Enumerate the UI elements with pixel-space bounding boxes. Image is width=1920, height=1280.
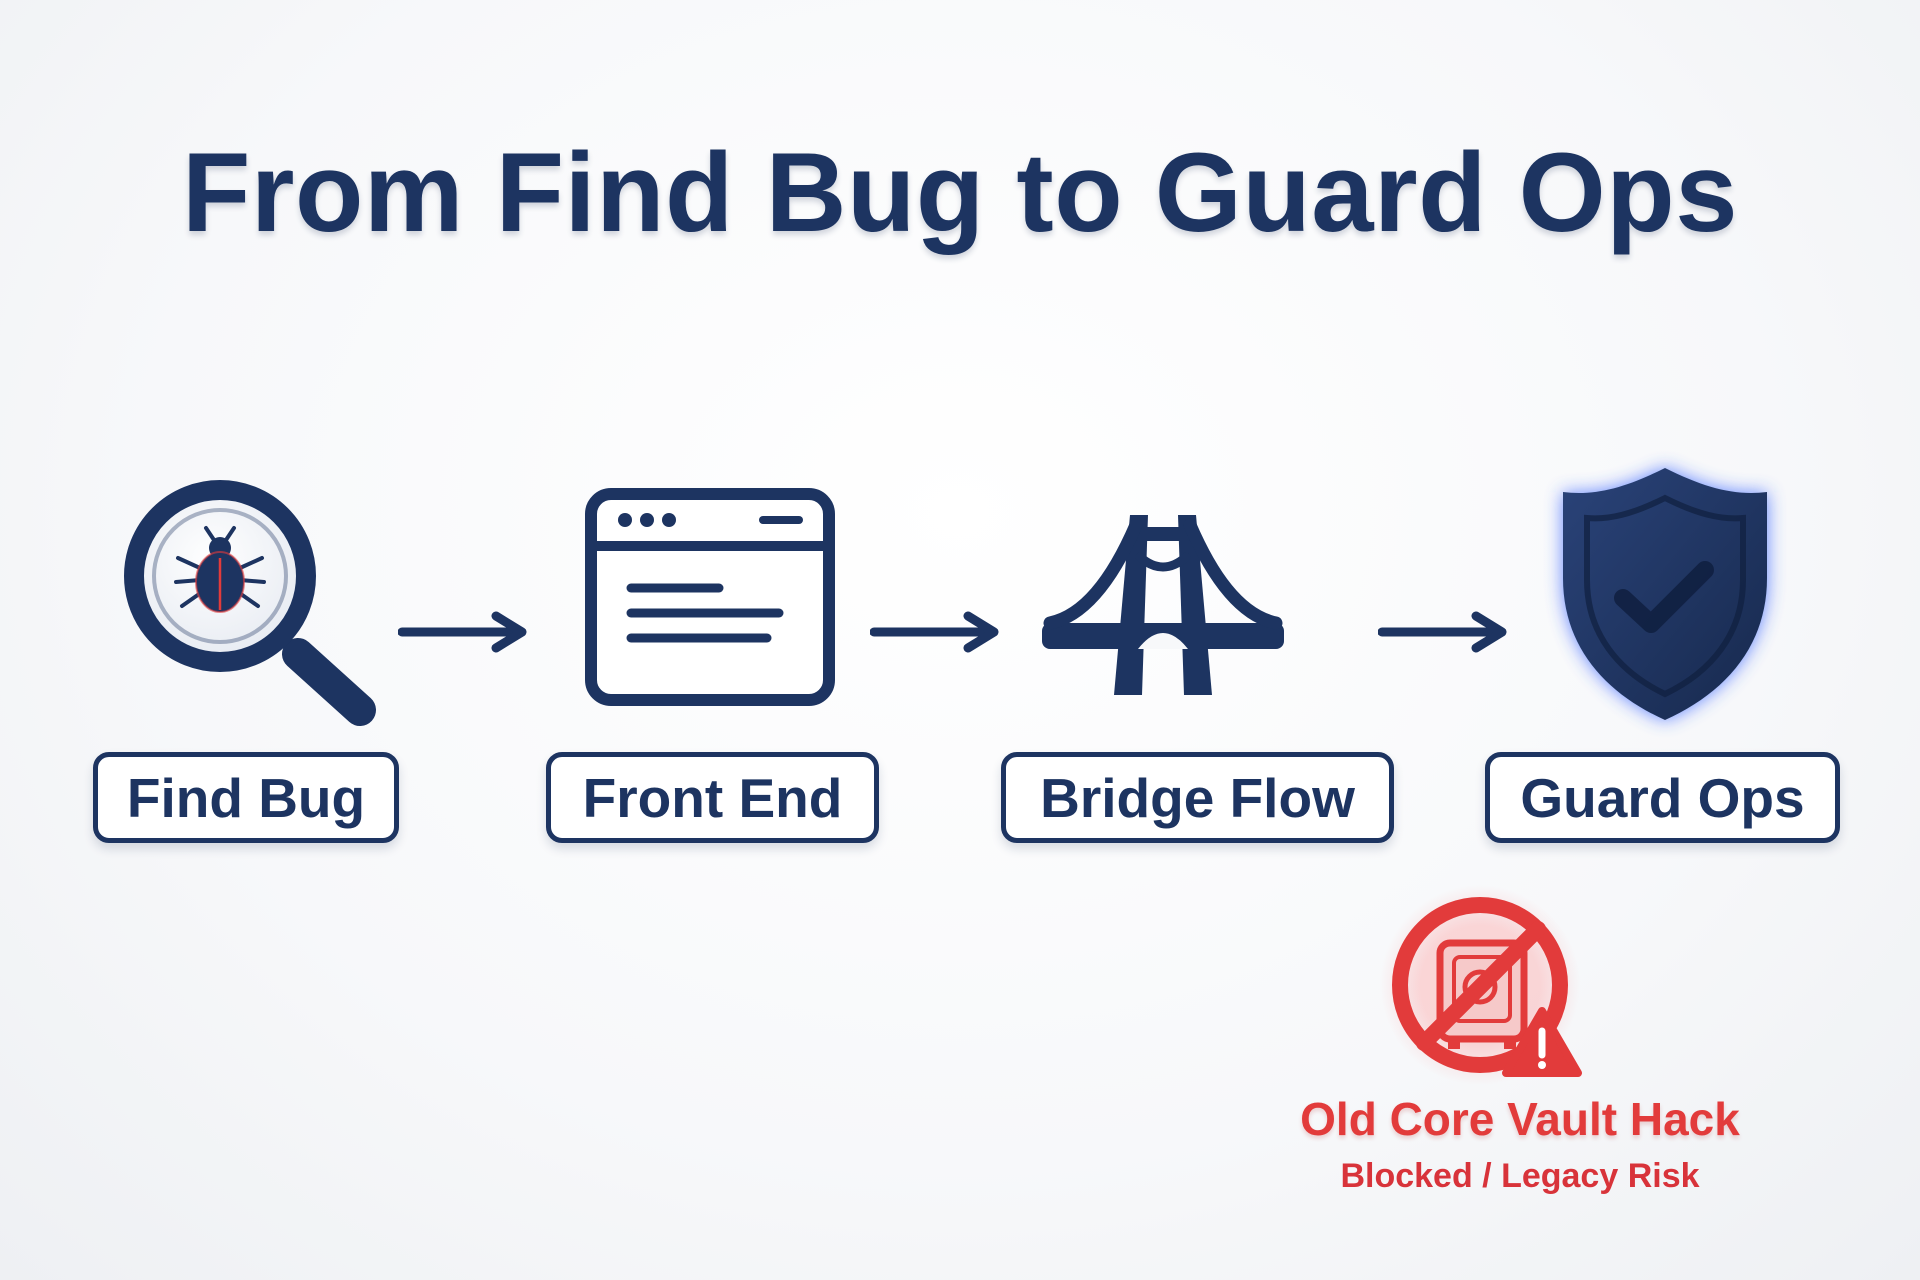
step-label-bridge-flow: Bridge Flow <box>1001 752 1394 843</box>
page-title: From Find Bug to Guard Ops <box>181 130 1738 255</box>
magnifier-bug-icon <box>120 478 380 730</box>
blocked-title: Old Core Vault Hack <box>1300 1093 1740 1145</box>
blocked-vault-warning-icon <box>1380 885 1590 1085</box>
blocked-subtitle: Blocked / Legacy Risk <box>1340 1157 1700 1195</box>
bridge-icon <box>1038 505 1288 705</box>
arrow-right-icon <box>1378 610 1513 654</box>
arrow-right-icon <box>870 610 1005 654</box>
arrow-right-icon <box>398 610 533 654</box>
step-label-front-end: Front End <box>546 752 879 843</box>
step-label-find-bug: Find Bug <box>93 752 399 843</box>
shield-check-icon <box>1545 458 1785 728</box>
step-label-guard-ops: Guard Ops <box>1485 752 1840 843</box>
browser-window-icon <box>585 488 835 706</box>
